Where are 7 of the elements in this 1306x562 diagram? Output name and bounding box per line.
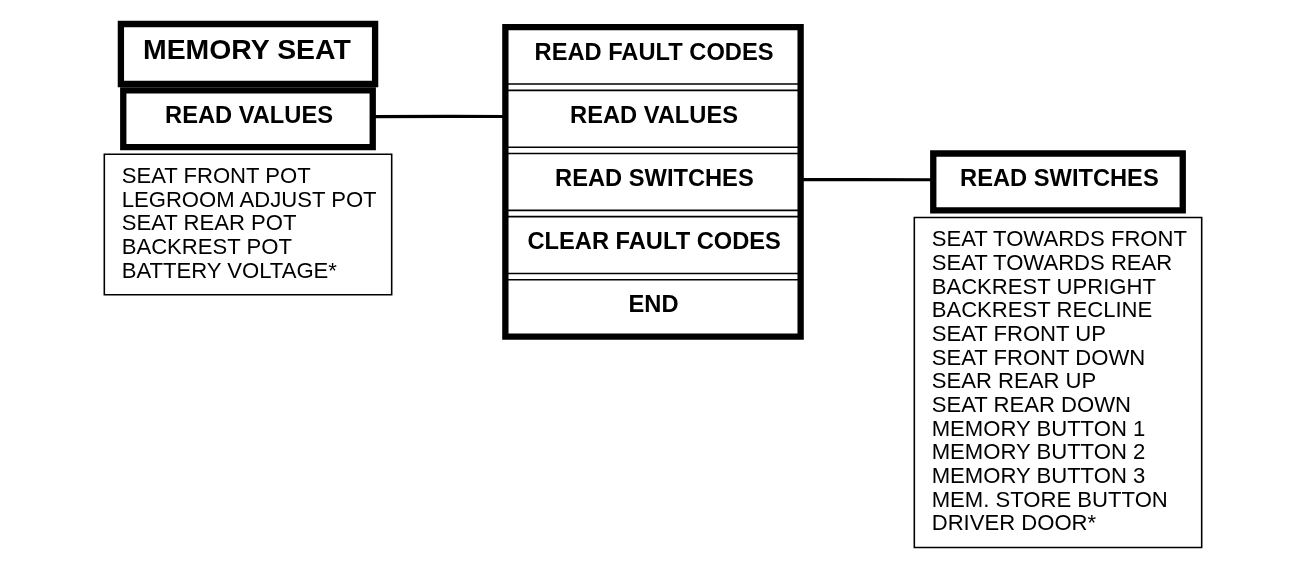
node-box: READ VALUES [120,87,376,151]
node-box: SEAT FRONT POT LEGROOM ADJUST POT SEAT REAR POT BACKREST POT BATTERY VOLTAGE* [103,153,393,296]
node-box: MEMORY SEAT [117,20,379,88]
connector [800,177,933,182]
node-box: READ SWITCHES [930,150,1186,214]
node-box: SEAT TOWARDS FRONT SEAT TOWARDS REAR BACKREST UPRIGHT BACKREST RECLINE SEAT FRONT UP SEAT FRONT DOWN SEAR REAR UP SEAT REAR DOWN MEMORY BUTTON 1 MEMORY BUTTON 2 MEMORY BUTTON 3 MEM. STORE BUTTON DRIVER DOOR* [913,216,1203,549]
connector [372,114,506,119]
